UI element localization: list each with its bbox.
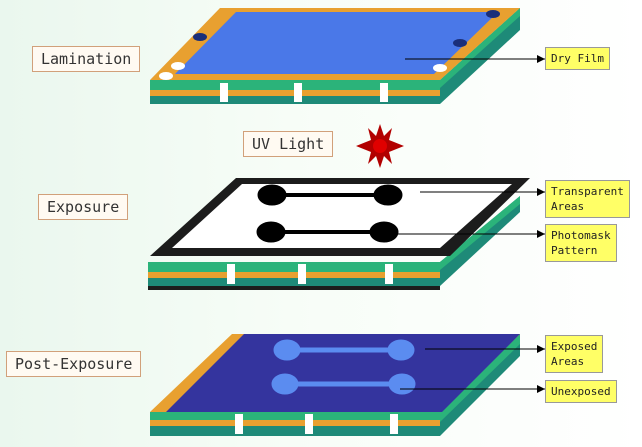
post-exposure-board [150,334,545,436]
note-exposed-areas: Exposed Areas [545,335,604,373]
note-photomask-pattern: Photomask Pattern [545,224,617,262]
note-exposed-areas-line1: Exposed [551,340,598,353]
lamination-board [150,8,545,104]
note-unexposed-text: Unexposed [551,385,611,398]
exposure-board [148,178,545,290]
stage-label-post-exposure: Post-Exposure [6,351,142,377]
note-dry-film: Dry Film [545,47,610,70]
photomask-pattern [256,184,403,243]
note-transparent-areas: Transparent Areas [545,180,630,218]
note-exposed-areas-line2: Areas [551,355,585,368]
stage-label-exposure: Exposure [38,194,129,220]
uv-light-source-icon [356,124,404,168]
note-unexposed: Unexposed [545,380,617,403]
note-transparent-areas-line1: Transparent [551,185,624,198]
note-transparent-areas-line2: Areas [551,200,585,213]
exposed-film [166,334,520,412]
note-photomask-pattern-line2: Pattern [551,244,598,257]
note-photomask-pattern-line1: Photomask [551,229,611,242]
note-dry-film-text: Dry Film [551,52,604,65]
stage-label-lamination: Lamination [32,46,141,72]
uv-light-label: UV Light [243,131,334,157]
